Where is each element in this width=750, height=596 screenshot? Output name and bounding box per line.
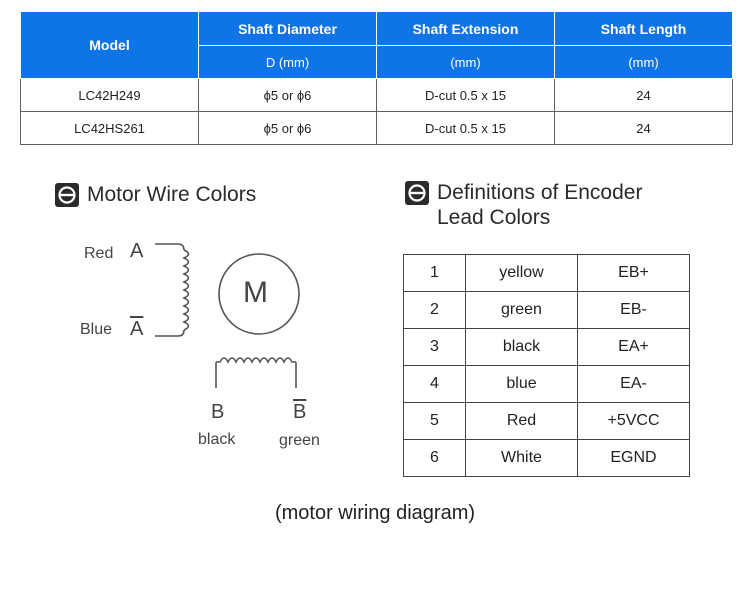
lead-signal: EA- <box>577 365 690 403</box>
header-shaft-extension: Shaft Extension <box>376 11 555 46</box>
lead-signal: EGND <box>577 439 690 477</box>
lead-color: yellow <box>465 254 578 292</box>
lead-signal: EB+ <box>577 254 690 292</box>
blue-wire-label: Blue <box>80 321 113 338</box>
target-icon <box>55 183 79 207</box>
header-shaft-length: Shaft Length <box>554 11 733 46</box>
lead-number: 4 <box>403 365 466 403</box>
phase-a-label: A <box>130 240 144 262</box>
header-model: Model <box>20 11 199 79</box>
lead-signal: +5VCC <box>577 402 690 440</box>
lead-color: White <box>465 439 578 477</box>
lead-color: green <box>465 291 578 329</box>
lead-number: 6 <box>403 439 466 477</box>
table-row: 5 Red +5VCC <box>403 402 690 440</box>
phase-a-bar-label: A <box>130 318 144 340</box>
lead-number: 2 <box>403 291 466 329</box>
wiring-lines <box>155 243 300 388</box>
cell-model: LC42HS261 <box>20 111 199 145</box>
cell-model: LC42H249 <box>20 78 199 112</box>
header-shaft-diameter: Shaft Diameter <box>198 11 377 46</box>
cell-diameter: ϕ5 or ϕ6 <box>198 78 377 112</box>
motor-wire-colors-heading: Motor Wire Colors <box>55 182 256 207</box>
unit-extension: (mm) <box>376 45 555 79</box>
lead-number: 3 <box>403 328 466 366</box>
lead-number: 5 <box>403 402 466 440</box>
cell-length: 24 <box>554 78 733 112</box>
cell-extension: D-cut 0.5 x 15 <box>376 78 555 112</box>
red-wire-label: Red <box>84 245 114 262</box>
table-row: 3 black EA+ <box>403 328 690 366</box>
lead-number: 1 <box>403 254 466 292</box>
phase-b-label: B <box>211 401 225 423</box>
cell-extension: D-cut 0.5 x 15 <box>376 111 555 145</box>
table-row: LC42HS261 ϕ5 or ϕ6 D-cut 0.5 x 15 24 <box>20 111 733 145</box>
unit-diameter: D (mm) <box>198 45 377 79</box>
cell-length: 24 <box>554 111 733 145</box>
table-row: 6 White EGND <box>403 439 690 477</box>
encoder-title-line2: Lead Colors <box>437 206 551 229</box>
shaft-spec-table: Model Shaft Diameter Shaft Extension Sha… <box>20 11 733 145</box>
motor-label: M <box>243 276 268 309</box>
table-row: LC42H249 ϕ5 or ϕ6 D-cut 0.5 x 15 24 <box>20 78 733 112</box>
encoder-lead-table: 1 yellow EB+ 2 green EB- 3 black EA+ 4 b… <box>403 254 690 477</box>
encoder-heading: Definitions of Encoder Lead Colors <box>405 180 642 230</box>
table-row: 4 blue EA- <box>403 365 690 403</box>
black-wire-label: black <box>198 431 236 448</box>
lead-signal: EA+ <box>577 328 690 366</box>
table-row: 2 green EB- <box>403 291 690 329</box>
diagram-caption: (motor wiring diagram) <box>274 502 476 524</box>
green-wire-label: green <box>279 432 320 449</box>
motor-wiring-diagram: M Red A Blue A B B black green <box>60 230 360 460</box>
phase-b-bar-label: B <box>293 401 307 423</box>
encoder-title-line1: Definitions of Encoder <box>437 181 643 204</box>
motor-circle <box>218 253 300 335</box>
motor-wire-colors-title: Motor Wire Colors <box>87 183 257 206</box>
lead-color: blue <box>465 365 578 403</box>
cell-diameter: ϕ5 or ϕ6 <box>198 111 377 145</box>
unit-length: (mm) <box>554 45 733 79</box>
target-icon <box>405 181 429 205</box>
lead-color: black <box>465 328 578 366</box>
table-row: 1 yellow EB+ <box>403 254 690 292</box>
lead-color: Red <box>465 402 578 440</box>
lead-signal: EB- <box>577 291 690 329</box>
